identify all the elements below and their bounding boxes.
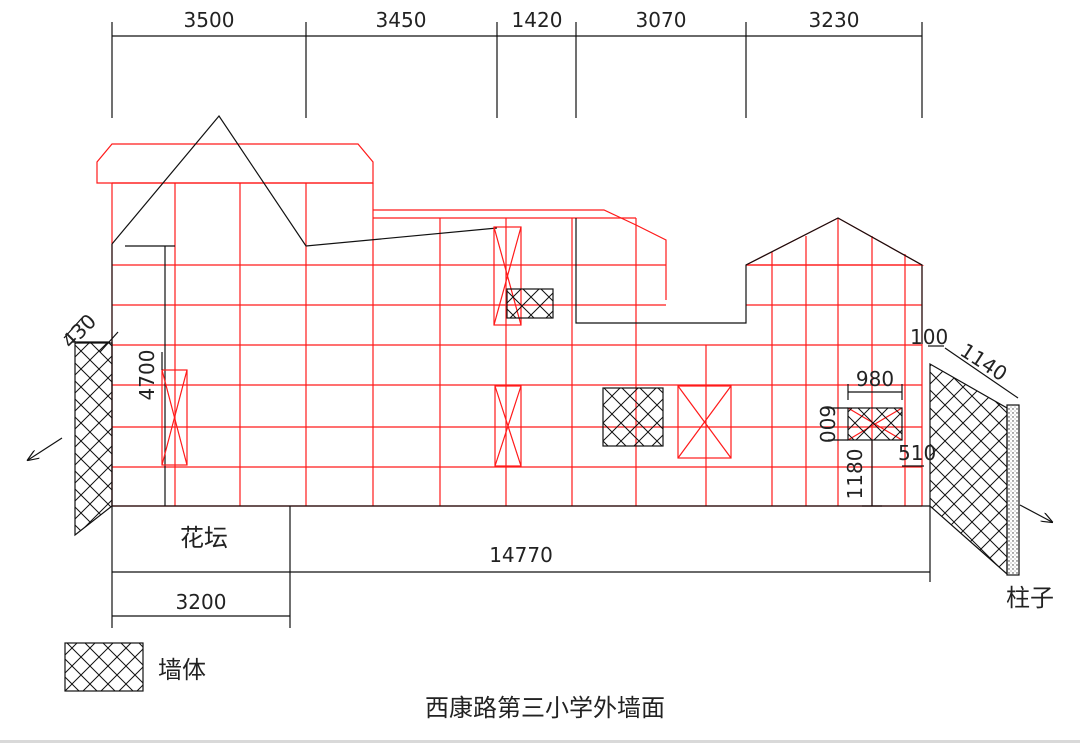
dim-3070: 3070 (636, 8, 687, 32)
label-planter: 花坛 (180, 524, 228, 552)
large-window-opening (677, 385, 732, 459)
dim-1420: 1420 (512, 8, 563, 32)
legend: 墙体 (64, 642, 206, 692)
dim-600: 600 (815, 405, 839, 443)
dim-3200: 3200 (176, 590, 227, 614)
dim-100: 100 (910, 325, 948, 349)
dim-980: 980 (856, 367, 894, 391)
openings (161, 226, 903, 467)
dim-3500: 3500 (184, 8, 235, 32)
dim-3450: 3450 (376, 8, 427, 32)
dim-1140: 1140 (956, 338, 1012, 386)
red-panel-grid (96, 143, 925, 507)
drawing-title: 西康路第三小学外墙面 (425, 694, 665, 722)
legend-wall-swatch (64, 642, 144, 692)
dim-1180: 1180 (843, 449, 867, 500)
dim-4700: 4700 (135, 350, 159, 401)
dim-14770: 14770 (489, 543, 553, 567)
bottom-border (0, 740, 1080, 743)
legend-wall-label: 墙体 (158, 656, 206, 684)
top-dimension-chain: 3500 3450 1420 3070 3230 (111, 8, 923, 118)
bottom-dimensions: 花坛 14770 3200 柱子 (111, 506, 1054, 628)
lower-tall-opening (494, 385, 522, 467)
hatched-wall-blocks (74, 288, 1020, 576)
dim-3230: 3230 (809, 8, 860, 32)
label-column: 柱子 (1006, 584, 1054, 612)
dim-510: 510 (898, 441, 936, 465)
left-tall-opening (161, 369, 188, 466)
